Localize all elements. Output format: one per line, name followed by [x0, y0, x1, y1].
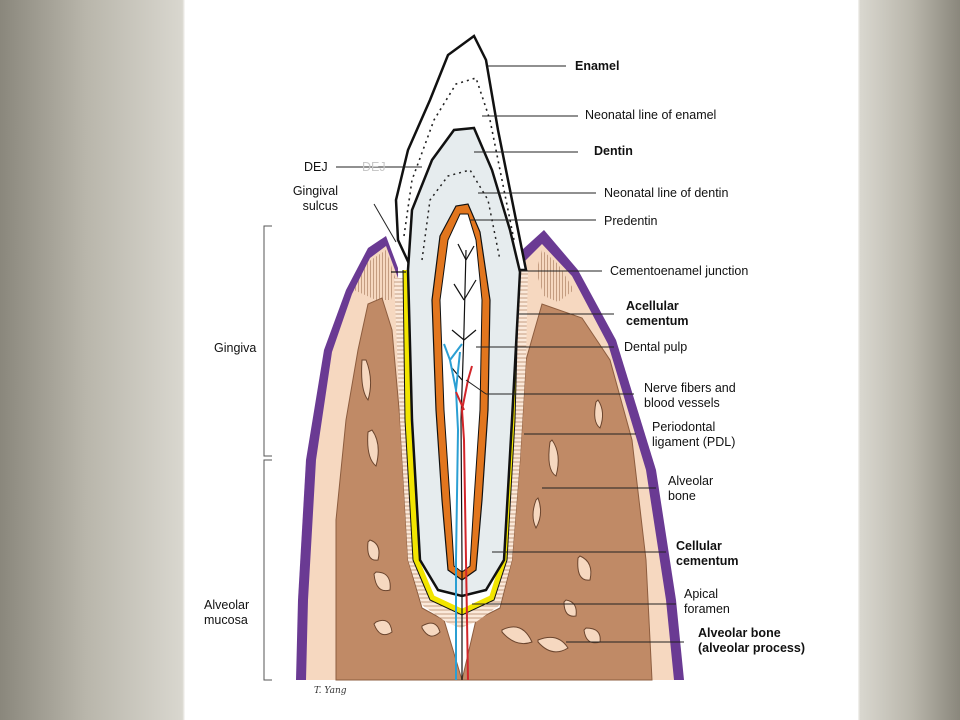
neonatal-line-enamel	[403, 77, 515, 241]
label-dentin: Dentin	[594, 144, 633, 158]
label-dej: DEJ	[304, 160, 328, 174]
label-nerve-blood-vessels: Nerve fibers and blood vessels	[644, 381, 736, 410]
label-neonatal-line-dentin: Neonatal line of dentin	[604, 186, 729, 200]
label-cellular-cementum: Cellular cementum	[676, 539, 739, 568]
label-dej-ghost: DEJ	[362, 160, 386, 174]
label-alveolar-mucosa: Alveolar mucosa	[204, 598, 250, 627]
label-apical-foramen: Apical foramen	[684, 587, 730, 616]
artist-signature: T. Yang	[314, 686, 347, 696]
label-predentin: Predentin	[604, 214, 658, 228]
label-alveolar-process: Alveolar bone (alveolar process)	[698, 626, 805, 655]
tooth-diagram	[263, 34, 684, 681]
nerve-fiber	[443, 343, 463, 680]
region-brackets	[263, 225, 272, 681]
blood-vessel-artery	[455, 365, 473, 681]
dental-pulp	[439, 213, 483, 573]
label-enamel: Enamel	[575, 59, 620, 73]
label-pdl: Periodontal ligament (PDL)	[652, 420, 736, 449]
label-alveolar-bone: Alveolar bone	[668, 474, 714, 503]
leader-lines	[336, 65, 684, 643]
label-neonatal-line-enamel: Neonatal line of enamel	[585, 108, 717, 122]
label-gingival-sulcus: Gingival sulcus	[292, 184, 338, 213]
label-cej: Cementoenamel junction	[610, 264, 749, 278]
bone-marrow-spaces	[361, 359, 604, 653]
slide: Enamel Neonatal line of enamel Dentin DE…	[186, 0, 858, 720]
pulp-nerve-tree	[451, 243, 477, 680]
rete-ridges	[354, 250, 574, 302]
label-dental-pulp: Dental pulp	[624, 340, 688, 354]
label-acellular-cementum: Acellular cementum	[626, 299, 689, 328]
label-gingiva: Gingiva	[214, 341, 257, 355]
